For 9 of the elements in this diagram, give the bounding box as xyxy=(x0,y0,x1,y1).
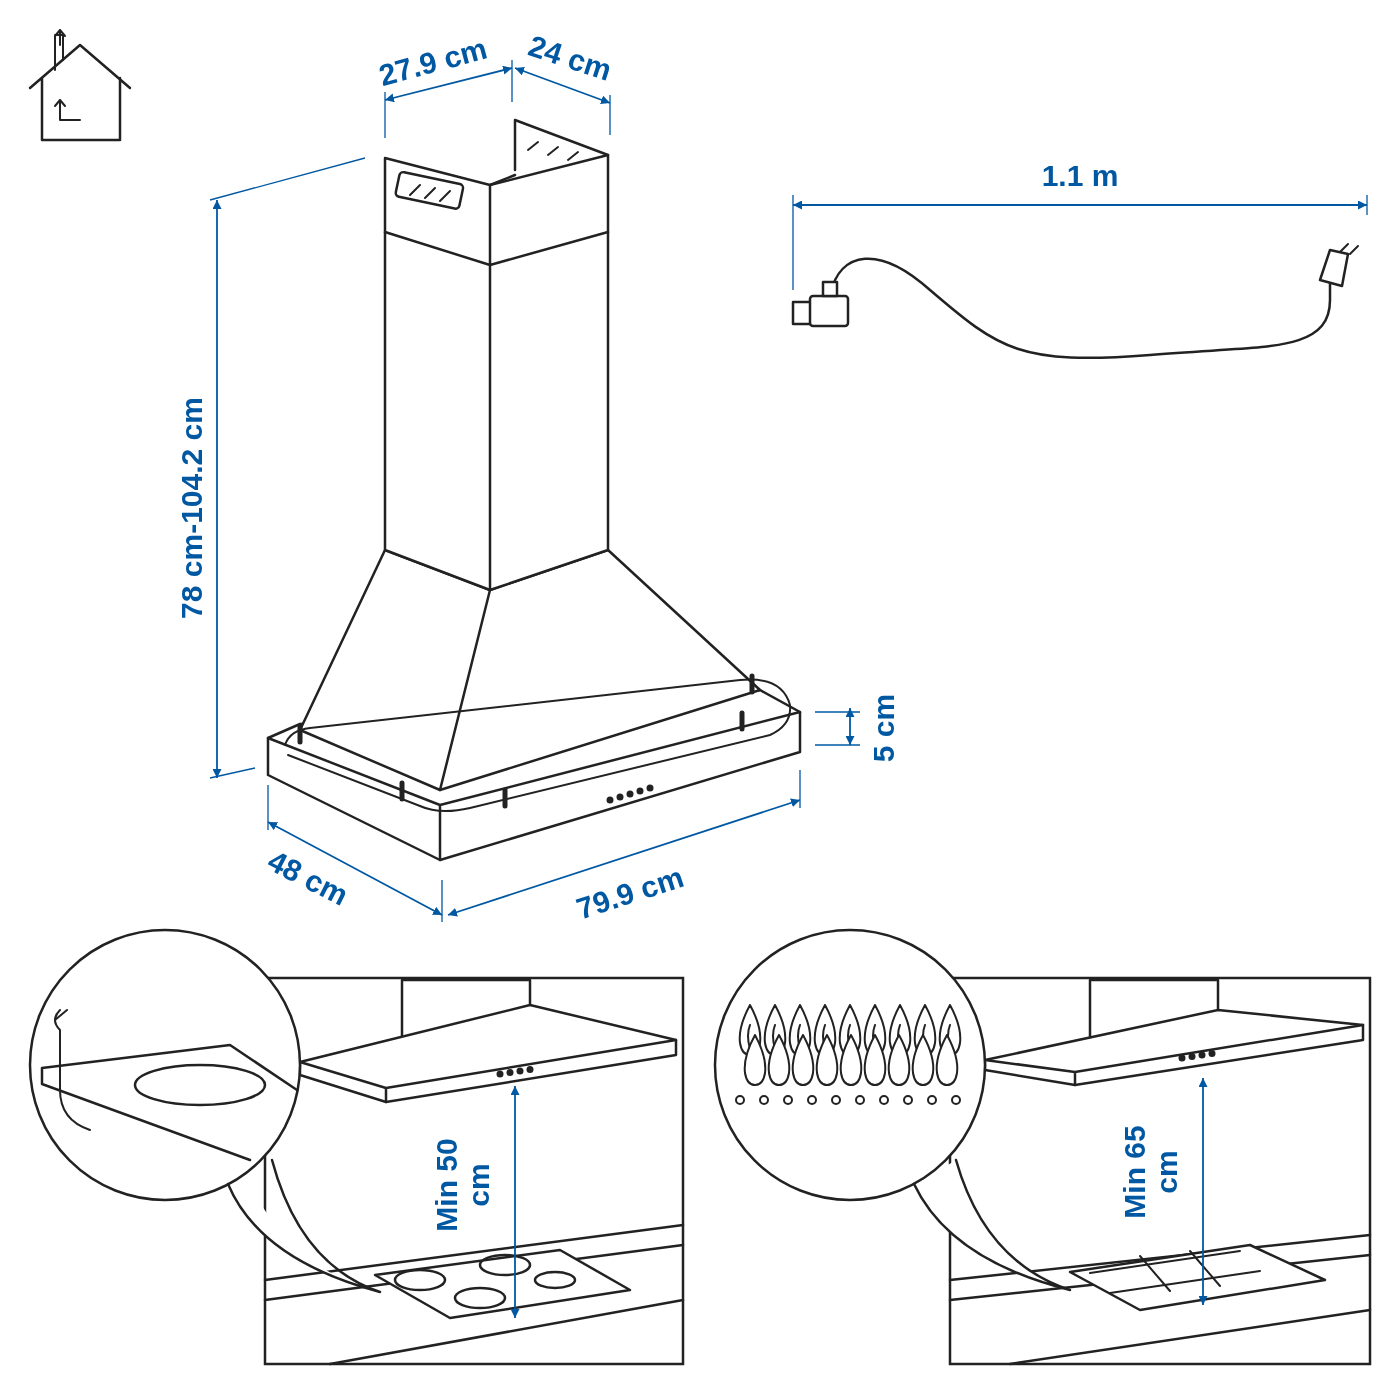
dimension-label: 27.9 cm xyxy=(375,32,491,92)
dimension-label: 24 cm xyxy=(524,29,616,87)
dimension-label: Min 50 cm xyxy=(430,1137,494,1233)
dimension-label: 79.9 cm xyxy=(572,861,688,925)
dimension-label: 1.1 m xyxy=(1041,160,1119,192)
dimension-label: 48 cm xyxy=(262,844,354,912)
dimension-label: 5 cm xyxy=(868,693,900,763)
dimension-label: Min 65 cm xyxy=(1118,1124,1182,1220)
dimension-label: 78 cm-104.2 cm xyxy=(176,397,208,619)
